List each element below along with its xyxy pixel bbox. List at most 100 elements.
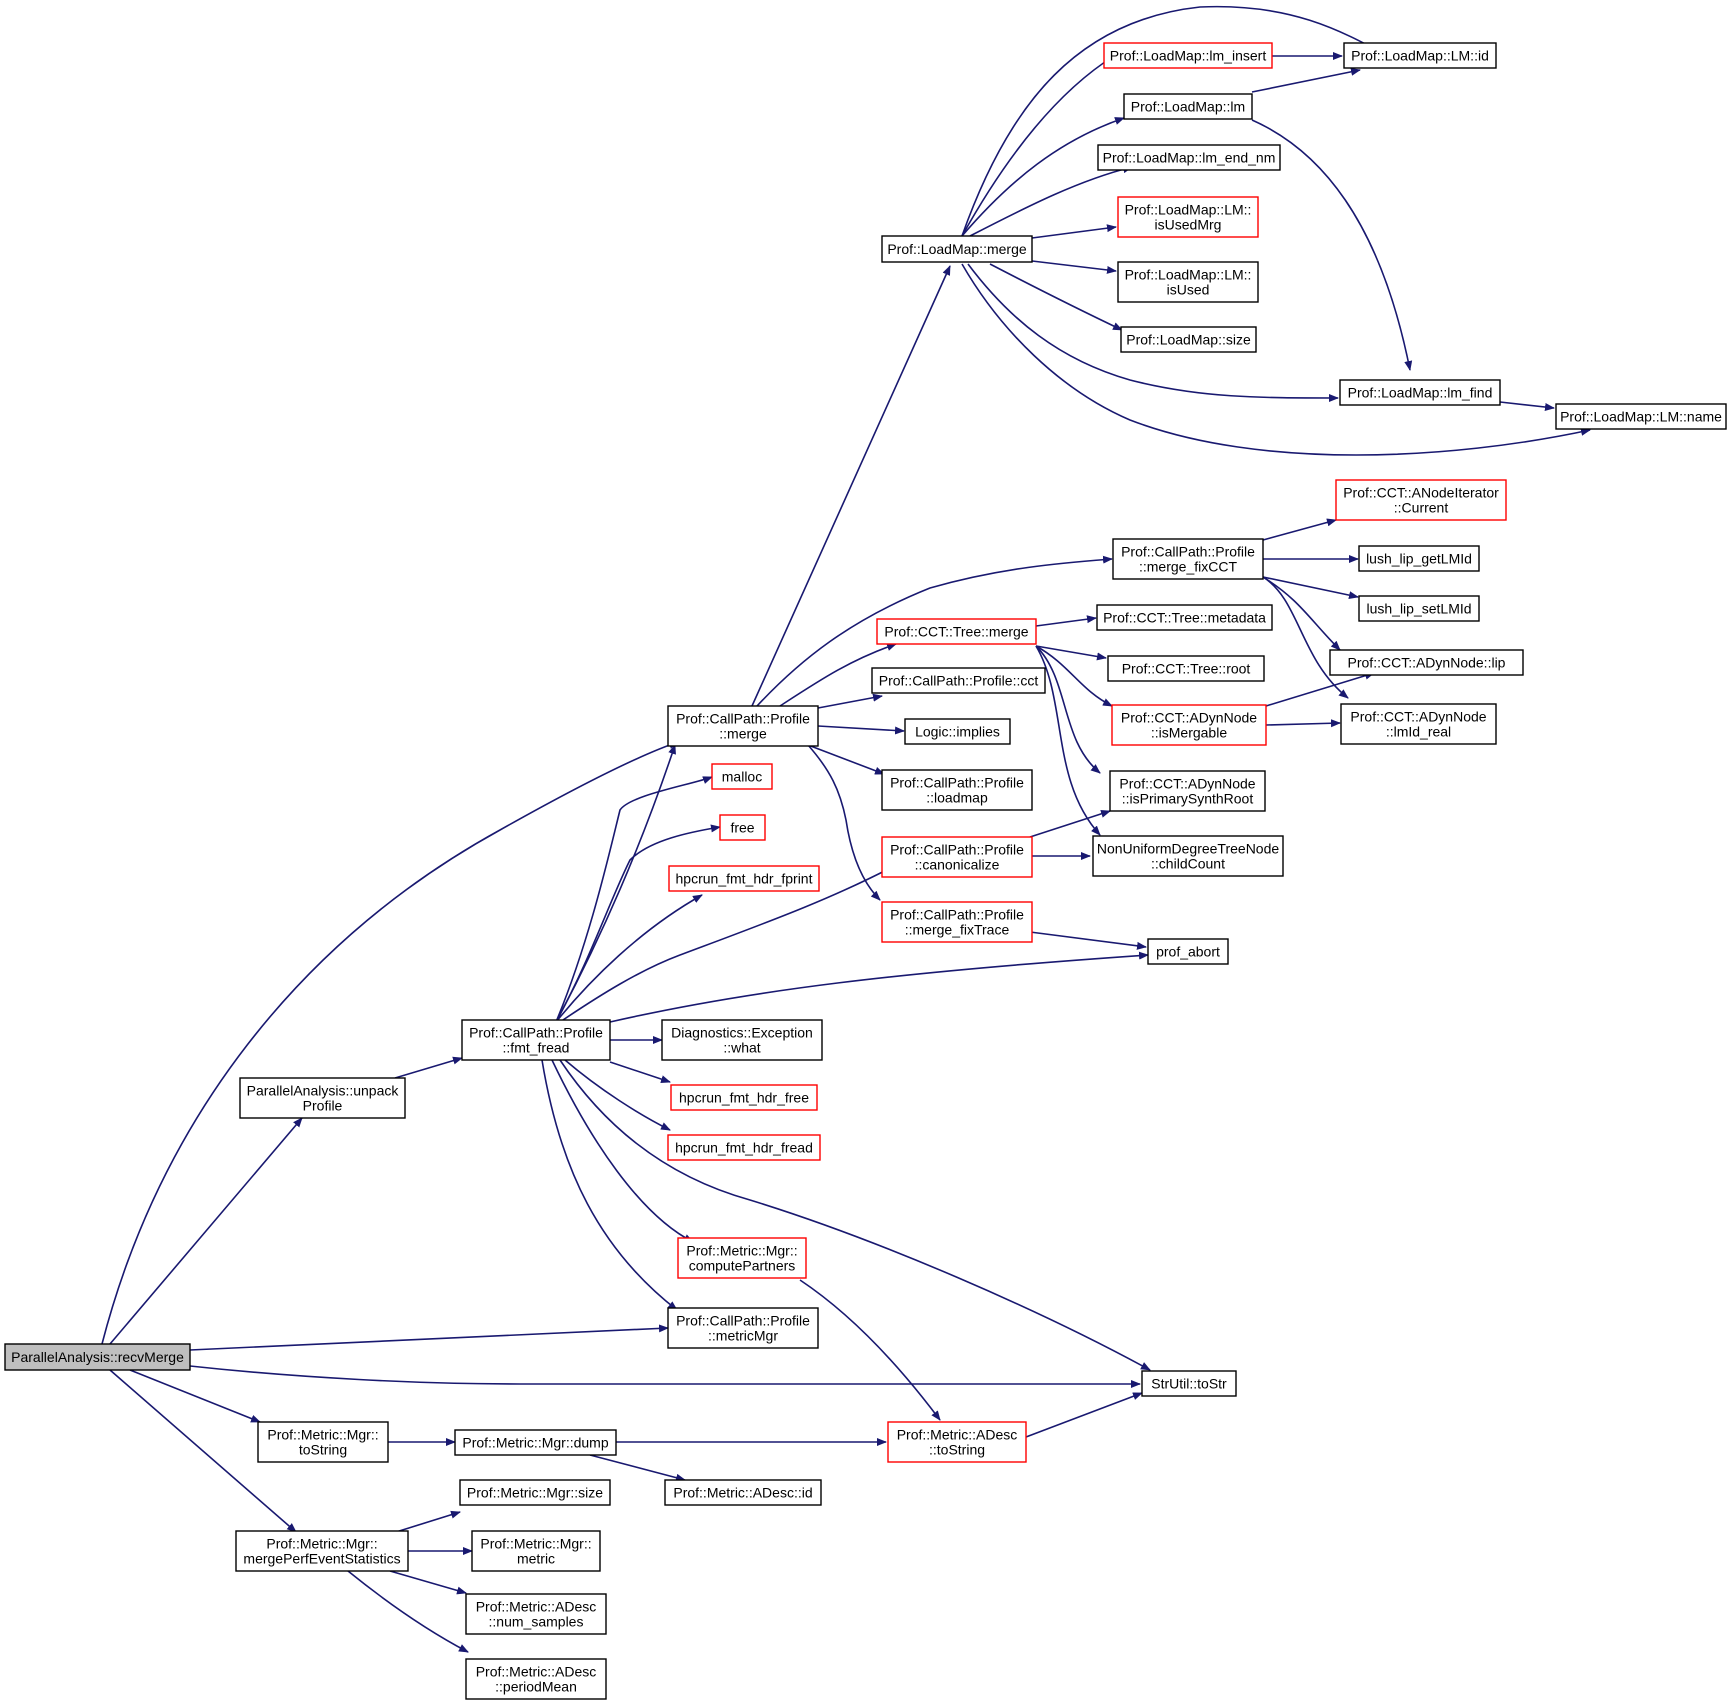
node-mgrMetric[interactable]: Prof::Metric::Mgr::metric xyxy=(471,1530,601,1572)
node-box[interactable] xyxy=(1343,42,1497,69)
node-lmId[interactable]: Prof::LoadMap::LM::id xyxy=(1343,42,1497,69)
node-box[interactable] xyxy=(1117,196,1259,238)
node-box[interactable] xyxy=(677,1237,807,1279)
node-strToStr[interactable]: StrUtil::toStr xyxy=(1141,1370,1237,1397)
node-mgrToString[interactable]: Prof::Metric::Mgr::toString xyxy=(257,1421,389,1463)
node-adynLip[interactable]: Prof::CCT::ADynNode::lip xyxy=(1329,649,1524,676)
node-box[interactable] xyxy=(1335,479,1507,521)
node-lmLm[interactable]: Prof::LoadMap::lm xyxy=(1123,93,1253,120)
node-box[interactable] xyxy=(239,1077,406,1119)
node-box[interactable] xyxy=(1111,704,1267,746)
node-box[interactable] xyxy=(871,667,1046,694)
node-cctTreeMerge[interactable]: Prof::CCT::Tree::merge xyxy=(876,618,1037,645)
node-adescId[interactable]: Prof::Metric::ADesc::id xyxy=(664,1479,822,1506)
node-box[interactable] xyxy=(1141,1370,1237,1397)
node-periodMean[interactable]: Prof::Metric::ADesc::periodMean xyxy=(465,1658,607,1700)
node-box[interactable] xyxy=(667,1134,821,1161)
node-box[interactable] xyxy=(887,1421,1027,1463)
node-lmInsert[interactable]: Prof::LoadMap::lm_insert xyxy=(1103,42,1273,69)
node-box[interactable] xyxy=(711,763,773,790)
node-lushSet[interactable]: lush_lip_setLMId xyxy=(1358,595,1480,622)
node-box[interactable] xyxy=(876,618,1037,645)
node-lmIdReal[interactable]: Prof::CCT::ADynNode::lmId_real xyxy=(1340,703,1497,745)
node-box[interactable] xyxy=(664,1479,822,1506)
node-childCount[interactable]: NonUniformDegreeTreeNode::childCount xyxy=(1092,835,1284,877)
node-fmtFread[interactable]: Prof::CallPath::Profile::fmt_fread xyxy=(461,1019,611,1061)
node-numSamples[interactable]: Prof::Metric::ADesc::num_samples xyxy=(465,1593,607,1635)
node-box[interactable] xyxy=(1117,261,1259,303)
node-hdrFprint[interactable]: hpcrun_fmt_hdr_fprint xyxy=(668,865,820,892)
node-box[interactable] xyxy=(461,1019,611,1061)
node-box[interactable] xyxy=(1103,42,1273,69)
node-mergeFixCCT[interactable]: Prof::CallPath::Profile::merge_fixCCT xyxy=(1112,538,1264,580)
node-malloc[interactable]: malloc xyxy=(711,763,773,790)
node-metricMgr[interactable]: Prof::CallPath::Profile::metricMgr xyxy=(667,1307,819,1349)
node-box[interactable] xyxy=(1147,938,1229,965)
node-box[interactable] xyxy=(1358,545,1480,572)
node-box[interactable] xyxy=(1358,595,1480,622)
node-lmEndNm[interactable]: Prof::LoadMap::lm_end_nm xyxy=(1097,144,1281,171)
node-box[interactable] xyxy=(257,1421,389,1463)
node-profileCct[interactable]: Prof::CallPath::Profile::cct xyxy=(871,667,1046,694)
node-nodeIterCurrent[interactable]: Prof::CCT::ANodeIterator::Current xyxy=(1335,479,1507,521)
node-box[interactable] xyxy=(667,1307,819,1349)
node-box[interactable] xyxy=(459,1479,611,1506)
node-box[interactable] xyxy=(1096,604,1273,631)
node-box[interactable] xyxy=(465,1593,607,1635)
node-isUsed[interactable]: Prof::LoadMap::LM::isUsed xyxy=(1117,261,1259,303)
node-recvMerge[interactable]: ParallelAnalysis::recvMerge xyxy=(4,1343,191,1371)
node-box[interactable] xyxy=(1092,835,1284,877)
node-box[interactable] xyxy=(4,1343,191,1371)
node-hdrFread[interactable]: hpcrun_fmt_hdr_fread xyxy=(667,1134,821,1161)
node-lmFind[interactable]: Prof::LoadMap::lm_find xyxy=(1339,379,1501,406)
node-lushGet[interactable]: lush_lip_getLMId xyxy=(1358,545,1480,572)
node-adescToString[interactable]: Prof::Metric::ADesc::toString xyxy=(887,1421,1027,1463)
node-box[interactable] xyxy=(1109,770,1266,812)
node-box[interactable] xyxy=(1329,649,1524,676)
node-box[interactable] xyxy=(661,1019,823,1061)
node-profAbort[interactable]: prof_abort xyxy=(1147,938,1229,965)
node-box[interactable] xyxy=(1123,93,1253,120)
node-box[interactable] xyxy=(1555,403,1727,430)
node-free[interactable]: free xyxy=(719,814,766,841)
node-cpMerge[interactable]: Prof::CallPath::Profile::merge xyxy=(667,705,819,747)
node-mergePerf[interactable]: Prof::Metric::Mgr::mergePerfEventStatist… xyxy=(235,1530,409,1572)
node-box[interactable] xyxy=(881,769,1033,811)
node-box[interactable] xyxy=(667,705,819,747)
node-box[interactable] xyxy=(670,1084,818,1111)
node-box[interactable] xyxy=(668,865,820,892)
node-box[interactable] xyxy=(1120,326,1257,353)
node-box[interactable] xyxy=(881,901,1033,943)
node-box[interactable] xyxy=(719,814,766,841)
node-mgrDump[interactable]: Prof::Metric::Mgr::dump xyxy=(454,1429,617,1456)
node-computePartners[interactable]: Prof::Metric::Mgr::computePartners xyxy=(677,1237,807,1279)
node-treeMetadata[interactable]: Prof::CCT::Tree::metadata xyxy=(1096,604,1273,631)
node-box[interactable] xyxy=(1340,703,1497,745)
node-box[interactable] xyxy=(471,1530,601,1572)
node-diagWhat[interactable]: Diagnostics::Exception::what xyxy=(661,1019,823,1061)
node-isMergable[interactable]: Prof::CCT::ADynNode::isMergable xyxy=(1111,704,1267,746)
node-lmName[interactable]: Prof::LoadMap::LM::name xyxy=(1555,403,1727,430)
node-box[interactable] xyxy=(1112,538,1264,580)
node-isPrimarySynthRoot[interactable]: Prof::CCT::ADynNode::isPrimarySynthRoot xyxy=(1109,770,1266,812)
node-box[interactable] xyxy=(904,718,1011,745)
node-mgrSize[interactable]: Prof::Metric::Mgr::size xyxy=(459,1479,611,1506)
node-box[interactable] xyxy=(454,1429,617,1456)
node-hdrFree[interactable]: hpcrun_fmt_hdr_free xyxy=(670,1084,818,1111)
node-box[interactable] xyxy=(881,235,1033,263)
node-box[interactable] xyxy=(881,836,1033,878)
node-box[interactable] xyxy=(235,1530,409,1572)
node-lmMerge[interactable]: Prof::LoadMap::merge xyxy=(881,235,1033,263)
node-box[interactable] xyxy=(465,1658,607,1700)
node-logicImplies[interactable]: Logic::implies xyxy=(904,718,1011,745)
node-mergeFixTrace[interactable]: Prof::CallPath::Profile::merge_fixTrace xyxy=(881,901,1033,943)
node-box[interactable] xyxy=(1339,379,1501,406)
node-lmSize[interactable]: Prof::LoadMap::size xyxy=(1120,326,1257,353)
node-treeRoot[interactable]: Prof::CCT::Tree::root xyxy=(1107,655,1265,682)
node-canonicalize[interactable]: Prof::CallPath::Profile::canonicalize xyxy=(881,836,1033,878)
node-box[interactable] xyxy=(1107,655,1265,682)
node-box[interactable] xyxy=(1097,144,1281,171)
node-profileLoadmap[interactable]: Prof::CallPath::Profile::loadmap xyxy=(881,769,1033,811)
node-isUsedMrg[interactable]: Prof::LoadMap::LM::isUsedMrg xyxy=(1117,196,1259,238)
